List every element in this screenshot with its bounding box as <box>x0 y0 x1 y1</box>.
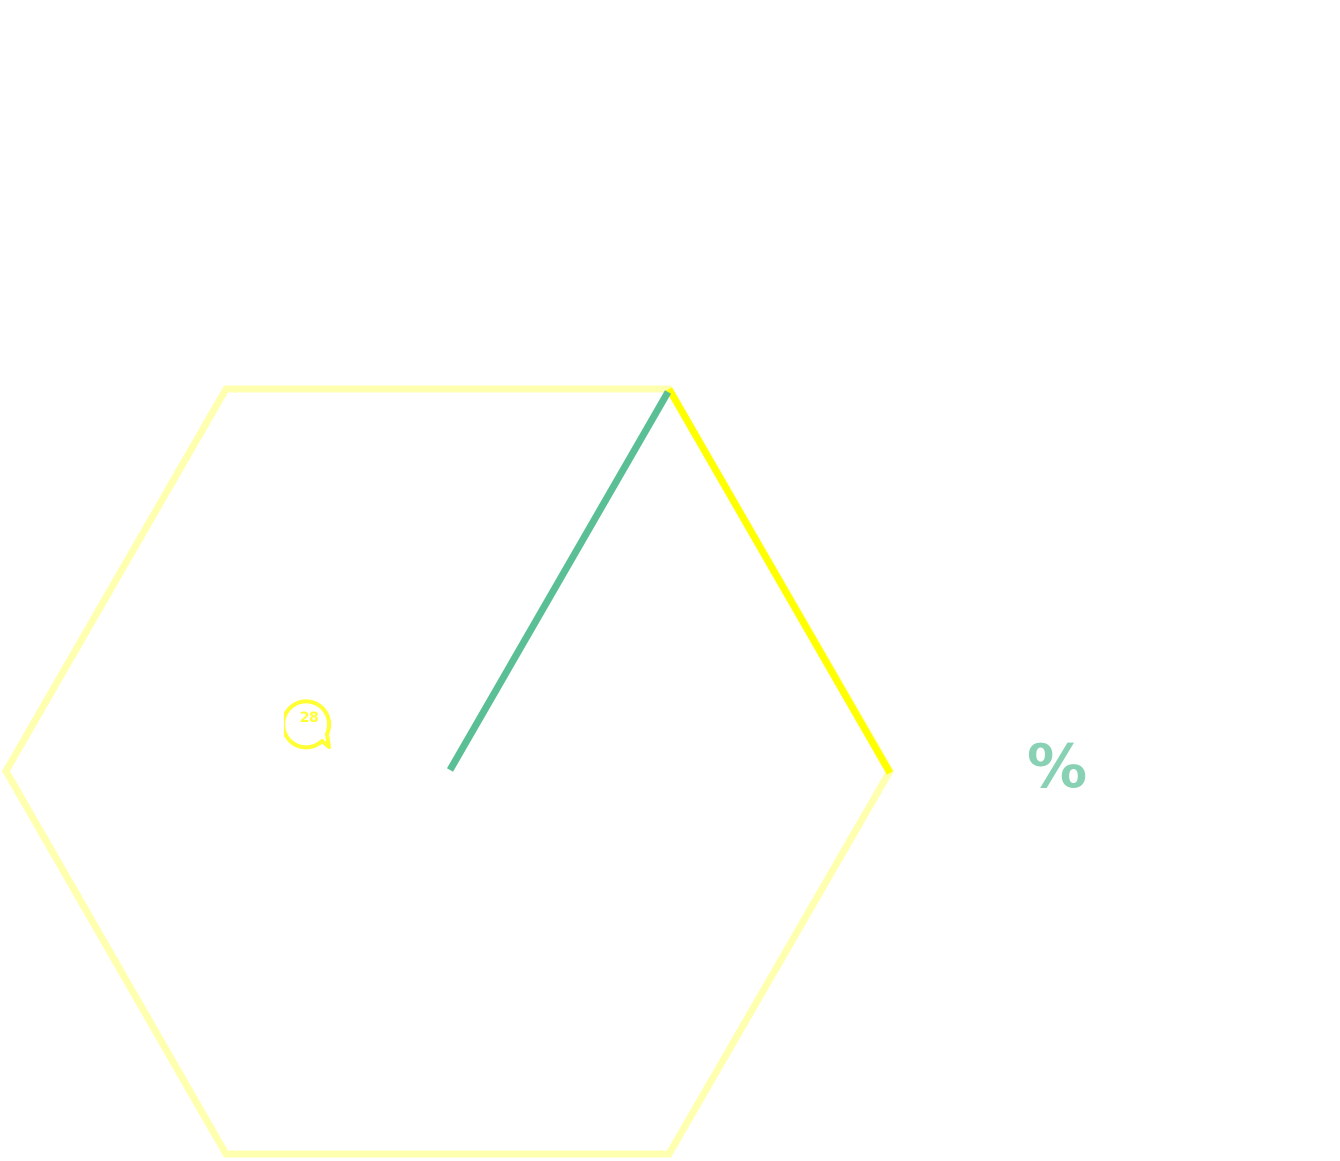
badge-count: 28 <box>299 710 319 726</box>
progress-segment <box>665 387 894 775</box>
percent-sign: % <box>1027 732 1088 802</box>
count-badge: 28 <box>281 697 336 751</box>
gauge-needle <box>446 390 672 772</box>
speech-bubble-icon <box>281 699 332 750</box>
hexagon-track <box>1 385 895 1158</box>
